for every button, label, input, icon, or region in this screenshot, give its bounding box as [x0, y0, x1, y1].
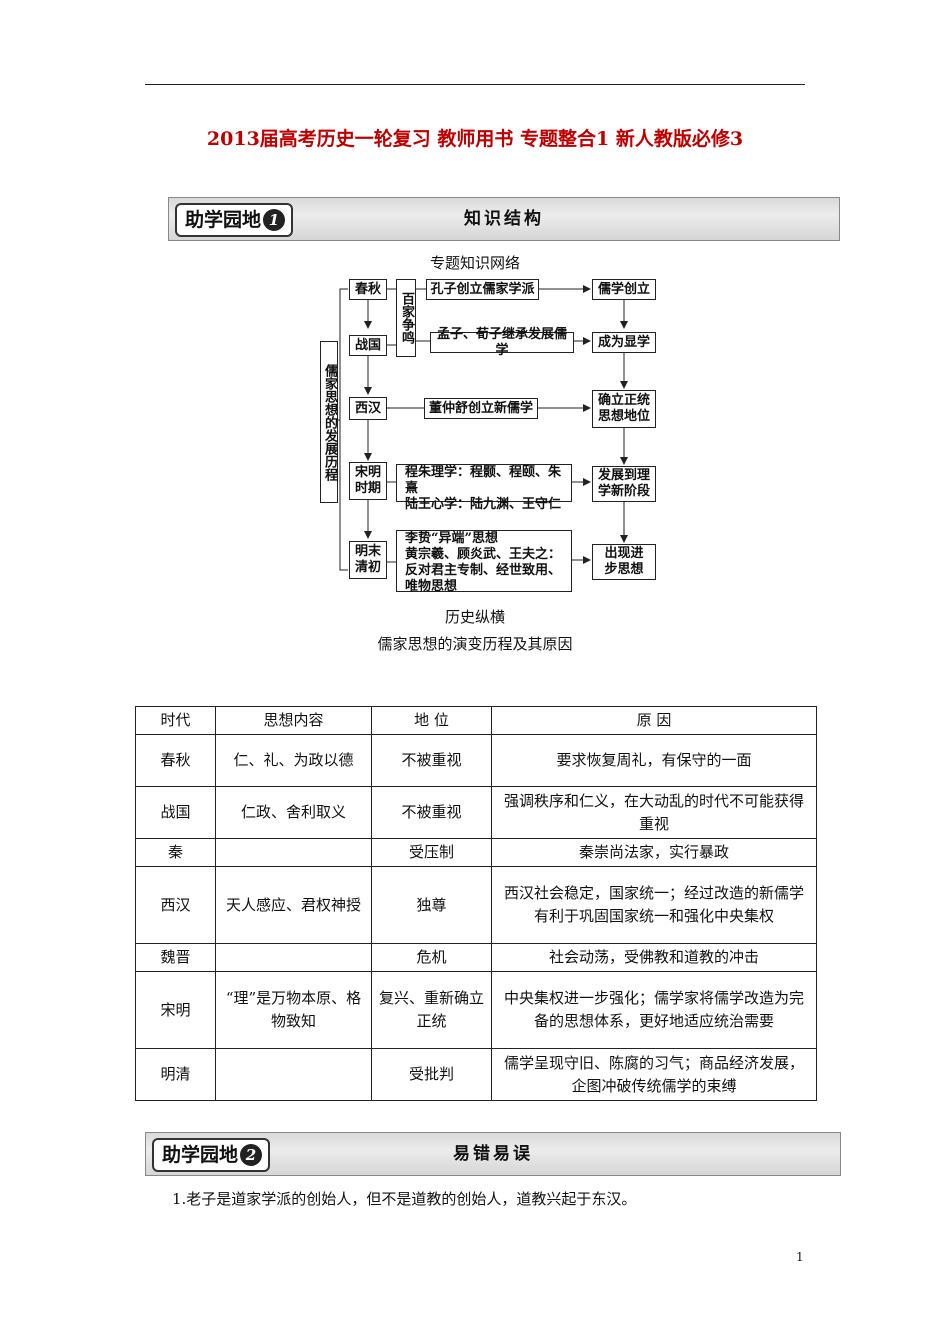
cell-content: 仁、礼、为政以德: [215, 734, 372, 787]
cell-era: 宋明: [135, 971, 216, 1049]
cell-status: 独尊: [371, 866, 492, 944]
banner-tag: 助学园地 1: [175, 203, 294, 237]
cell-era: 战国: [135, 786, 216, 839]
result-box-progressive-thought: 出现进步思想: [592, 544, 656, 580]
diagram-caption: 专题知识网络: [429, 254, 520, 272]
header-rule: [145, 84, 805, 85]
cell-reason: 西汉社会稳定，国家统一；经过改造的新儒学有利于巩固国家统一和强化中央集权: [491, 866, 817, 944]
era-box-zhanguo: 战国: [349, 335, 387, 356]
section-banner-mistakes: 易错易误 助学园地 2: [145, 1132, 841, 1176]
banner-number-badge: 2: [240, 1144, 263, 1166]
cell-content: [215, 838, 372, 867]
header-reason: 原 因: [491, 706, 817, 735]
middle-box-kongzi: 孔子创立儒家学派: [426, 279, 539, 300]
cell-era: 秦: [135, 838, 216, 867]
header-content: 思想内容: [215, 706, 372, 735]
era-box-songming: 宋明时期: [349, 462, 387, 500]
result-box-lixue-stage: 发展到理学新阶段: [592, 466, 656, 502]
cell-content: “理”是万物本原、格物致知: [215, 971, 372, 1049]
lixue-line-2: 陆王心学：陆九渊、王守仁: [405, 497, 562, 512]
middle-box-mengzi-xunzi: 孟子、荀子继承发展儒学: [430, 327, 574, 358]
cell-era: 明清: [135, 1048, 216, 1101]
middle-box-progressive: 李贽“异端”思想 黄宗羲、顾炎武、王夫之： 反对君主专制、经世致用、 唯物思想: [396, 530, 572, 594]
cell-era: 魏晋: [135, 943, 216, 972]
cell-era: 春秋: [135, 734, 216, 787]
banner-tag-label: 助学园地: [162, 1144, 239, 1166]
progressive-line-4: 唯物思想: [405, 579, 458, 594]
banner-heading: 易错易误: [453, 1144, 533, 1164]
cell-status: 危机: [371, 943, 492, 972]
cell-status: 受批判: [371, 1048, 492, 1101]
cell-status: 不被重视: [371, 786, 492, 839]
cell-reason: 中央集权进一步强化；儒学家将儒学改造为完备的思想体系，更好地适应统治需要: [491, 971, 817, 1049]
cell-content: [215, 943, 372, 972]
result-box-founded: 儒学创立: [592, 279, 656, 300]
table-row: 秦 受压制 秦崇尚法家，实行暴政: [135, 838, 817, 867]
progressive-line-1: 李贽“异端”思想: [405, 531, 498, 546]
lixue-line-1: 程朱理学：程颢、程颐、朱熹: [405, 465, 562, 496]
table-row: 战国 仁政、舍利取义 不被重视 强调秩序和仁义，在大动乱的时代不可能获得重视: [135, 786, 817, 839]
cell-content: [215, 1048, 372, 1101]
confucian-evolution-table: 时代 思想内容 地 位 原 因 春秋 仁、礼、为政以德 不被重视 要求恢复周礼，…: [135, 706, 817, 1101]
result-box-prominent: 成为显学: [592, 332, 656, 353]
banner-tag-label: 助学园地: [185, 209, 262, 231]
cell-status: 复兴、重新确立正统: [371, 971, 492, 1049]
table-row: 明清 受批判 儒学呈现守旧、陈腐的习气；商品经济发展，企图冲破传统儒学的束缚: [135, 1048, 817, 1101]
era-box-xihan: 西汉: [349, 397, 387, 420]
cell-reason: 强调秩序和仁义，在大动乱的时代不可能获得重视: [491, 786, 817, 839]
table-row: 春秋 仁、礼、为政以德 不被重视 要求恢复周礼，有保守的一面: [135, 734, 817, 787]
result-box-orthodox: 确立正统思想地位: [592, 390, 656, 428]
banner-tag: 助学园地 2: [152, 1138, 271, 1172]
header-status: 地 位: [371, 706, 492, 735]
middle-box-lixue: 程朱理学：程颢、程颐、朱熹 陆王心学：陆九渊、王守仁: [396, 464, 572, 512]
banner-heading: 知识结构: [464, 209, 544, 229]
cell-era: 西汉: [135, 866, 216, 944]
cell-reason: 儒学呈现守旧、陈腐的习气；商品经济发展，企图冲破传统儒学的束缚: [491, 1048, 817, 1101]
note-item-1: 1.老子是道家学派的创始人，但不是道教的创始人，道教兴起于东汉。: [172, 1190, 637, 1208]
progressive-line-3: 反对君主专制、经世致用、: [405, 563, 562, 578]
table-row: 魏晋 危机 社会动荡，受佛教和道教的冲击: [135, 943, 817, 972]
cell-status: 受压制: [371, 838, 492, 867]
table-row: 西汉 天人感应、君权神授 独尊 西汉社会稳定，国家统一；经过改造的新儒学有利于巩…: [135, 866, 817, 944]
table-row: 宋明 “理”是万物本原、格物致知 复兴、重新确立正统 中央集权进一步强化；儒学家…: [135, 971, 817, 1049]
cell-reason: 要求恢复周礼，有保守的一面: [491, 734, 817, 787]
progressive-line-2: 黄宗羲、顾炎武、王夫之：: [405, 547, 562, 562]
cell-reason: 秦崇尚法家，实行暴政: [491, 838, 817, 867]
cell-content: 天人感应、君权神授: [215, 866, 372, 944]
banner-number-badge: 1: [263, 209, 286, 231]
section-banner-knowledge: 知识结构 助学园地 1: [168, 197, 840, 241]
page-number: 1: [796, 1250, 804, 1264]
cell-content: 仁政、舍利取义: [215, 786, 372, 839]
side-label-confucian-development: 儒家思想的发展历程: [320, 341, 338, 503]
cell-reason: 社会动荡，受佛教和道教的冲击: [491, 943, 817, 972]
cell-status: 不被重视: [371, 734, 492, 787]
baijia-zhengming-box: 百家争鸣: [396, 279, 416, 357]
middle-box-dongzhongshu: 董仲舒创立新儒学: [424, 398, 538, 419]
history-caption: 历史纵横: [444, 608, 505, 626]
era-bracket: [339, 288, 348, 571]
table-header-row: 时代 思想内容 地 位 原 因: [135, 706, 817, 735]
header-era: 时代: [135, 706, 216, 735]
document-title: 2013届高考历史一轮复习 教师用书 专题整合1 新人教版必修3: [206, 128, 744, 150]
era-box-chunqiu: 春秋: [349, 279, 387, 300]
era-box-mingmo: 明末清初: [349, 541, 387, 579]
history-subcaption: 儒家思想的演变历程及其原因: [377, 635, 573, 653]
